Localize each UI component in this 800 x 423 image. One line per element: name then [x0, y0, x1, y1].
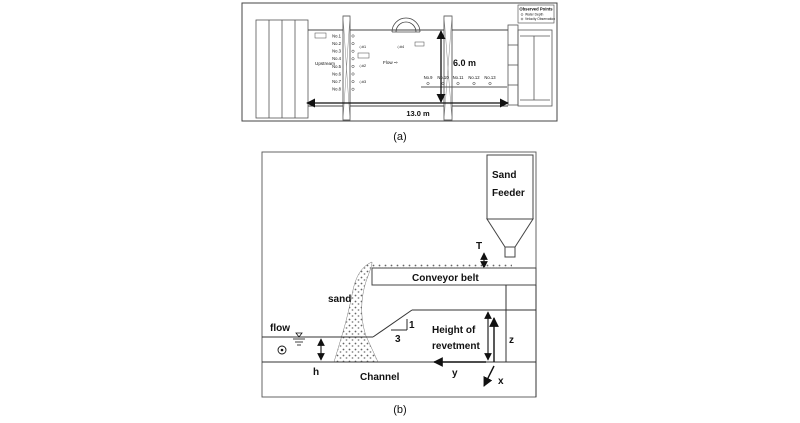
x-axis-arrow: [483, 365, 495, 387]
observation-point-label: No.7: [332, 79, 342, 84]
observation-tag: ◇#4: [397, 45, 404, 49]
x-axis-label: x: [498, 376, 504, 387]
observation-point-marker: [351, 87, 355, 91]
observation-point-marker: [351, 72, 355, 76]
observation-point-marker: [351, 80, 355, 84]
slope-marker: [391, 319, 408, 331]
flow-label: flow: [270, 323, 290, 334]
sand-feeder: [486, 154, 534, 258]
observation-point-marker: [351, 57, 355, 61]
figure-a-caption: (a): [393, 131, 406, 143]
cross-section-figure: Sand Feeder T Conveyor belt sand 1 3: [261, 151, 537, 416]
slope-run-label: 3: [395, 334, 401, 345]
observation-tag: ◇#3: [359, 80, 366, 84]
observation-point-label: No.10: [437, 75, 449, 80]
water-depth-marker-icon: [520, 13, 524, 16]
flow-direction-dot: [280, 348, 284, 352]
upstream-label: Upstream: [315, 61, 335, 66]
legend: Observed Points Water Depth Velocity Obs…: [517, 4, 555, 24]
observation-point-marker: [351, 49, 355, 53]
sand-feeder-label: Sand: [492, 170, 516, 181]
outflow-section: [507, 24, 553, 107]
legend-item: Velocity Observation: [525, 17, 555, 21]
flow-direction-icon: [277, 345, 287, 355]
depth-label: h: [313, 367, 319, 378]
observation-point-marker: [488, 82, 492, 85]
figure-b-caption: (b): [393, 404, 406, 416]
observation-point-label: No.13: [484, 75, 496, 80]
observation-point-marker: [456, 82, 460, 85]
observation-point-label: No.11: [453, 75, 465, 80]
left-observation-points: No.1No.2No.3No.4No.5No.6No.7No.8: [332, 33, 355, 92]
legend-title: Observed Points: [519, 7, 553, 12]
observation-point-label: No.12: [468, 75, 480, 80]
legend-item: Water Depth: [525, 13, 544, 17]
observation-point-marker: [351, 64, 355, 68]
conveyor-sand-layer: [372, 263, 512, 268]
t-label: T: [476, 241, 482, 252]
water-surface-symbol: [293, 332, 305, 346]
sand-label: sand: [328, 294, 351, 305]
observation-point-label: No.4: [332, 56, 342, 61]
observation-point-label: No.9: [424, 75, 434, 80]
velocity-marker-icon: [520, 17, 524, 21]
length-dimension-label: 13.0 m: [406, 109, 430, 118]
tag-group: ◇#1 ◇#2 ◇#3 ◇#4: [314, 32, 425, 84]
channel-geometry: [262, 285, 537, 397]
left-structure-column: [342, 15, 351, 121]
z-axis-label: z: [509, 335, 514, 346]
observation-point-label: No.6: [332, 71, 342, 76]
observation-point-label: No.2: [332, 41, 342, 46]
plan-view-figure: Observed Points Water Depth Velocity Obs…: [241, 2, 558, 143]
channel-label: Channel: [360, 372, 400, 383]
width-dimension-label: 6.0 m: [453, 58, 476, 68]
observation-point-marker: [351, 42, 355, 46]
observation-point-marker: [426, 82, 430, 85]
observation-point-marker: [441, 82, 445, 85]
conveyor-belt-label: Conveyor belt: [412, 273, 479, 284]
observation-point-label: No.1: [332, 33, 342, 38]
right-structure-column: [443, 15, 453, 121]
observation-point-label: No.5: [332, 64, 342, 69]
revetment-height-label: Height of: [432, 325, 476, 336]
observation-point-label: No.8: [332, 87, 342, 92]
inflow-section: [255, 19, 309, 119]
sand-feeder-label: Feeder: [492, 188, 525, 199]
observation-tag: ◇#2: [359, 64, 366, 68]
observation-tag: ◇#1: [359, 45, 366, 49]
flow-direction-label: Flow ⇨: [383, 60, 398, 65]
y-axis-label: y: [452, 368, 458, 379]
revetment-height-label: revetment: [432, 341, 480, 352]
observation-point-label: No.3: [332, 49, 342, 54]
sand-feeder-plan-icon: [391, 17, 421, 33]
observation-point-marker: [472, 82, 476, 85]
slope-rise-label: 1: [409, 320, 415, 331]
observation-point-marker: [351, 34, 355, 38]
